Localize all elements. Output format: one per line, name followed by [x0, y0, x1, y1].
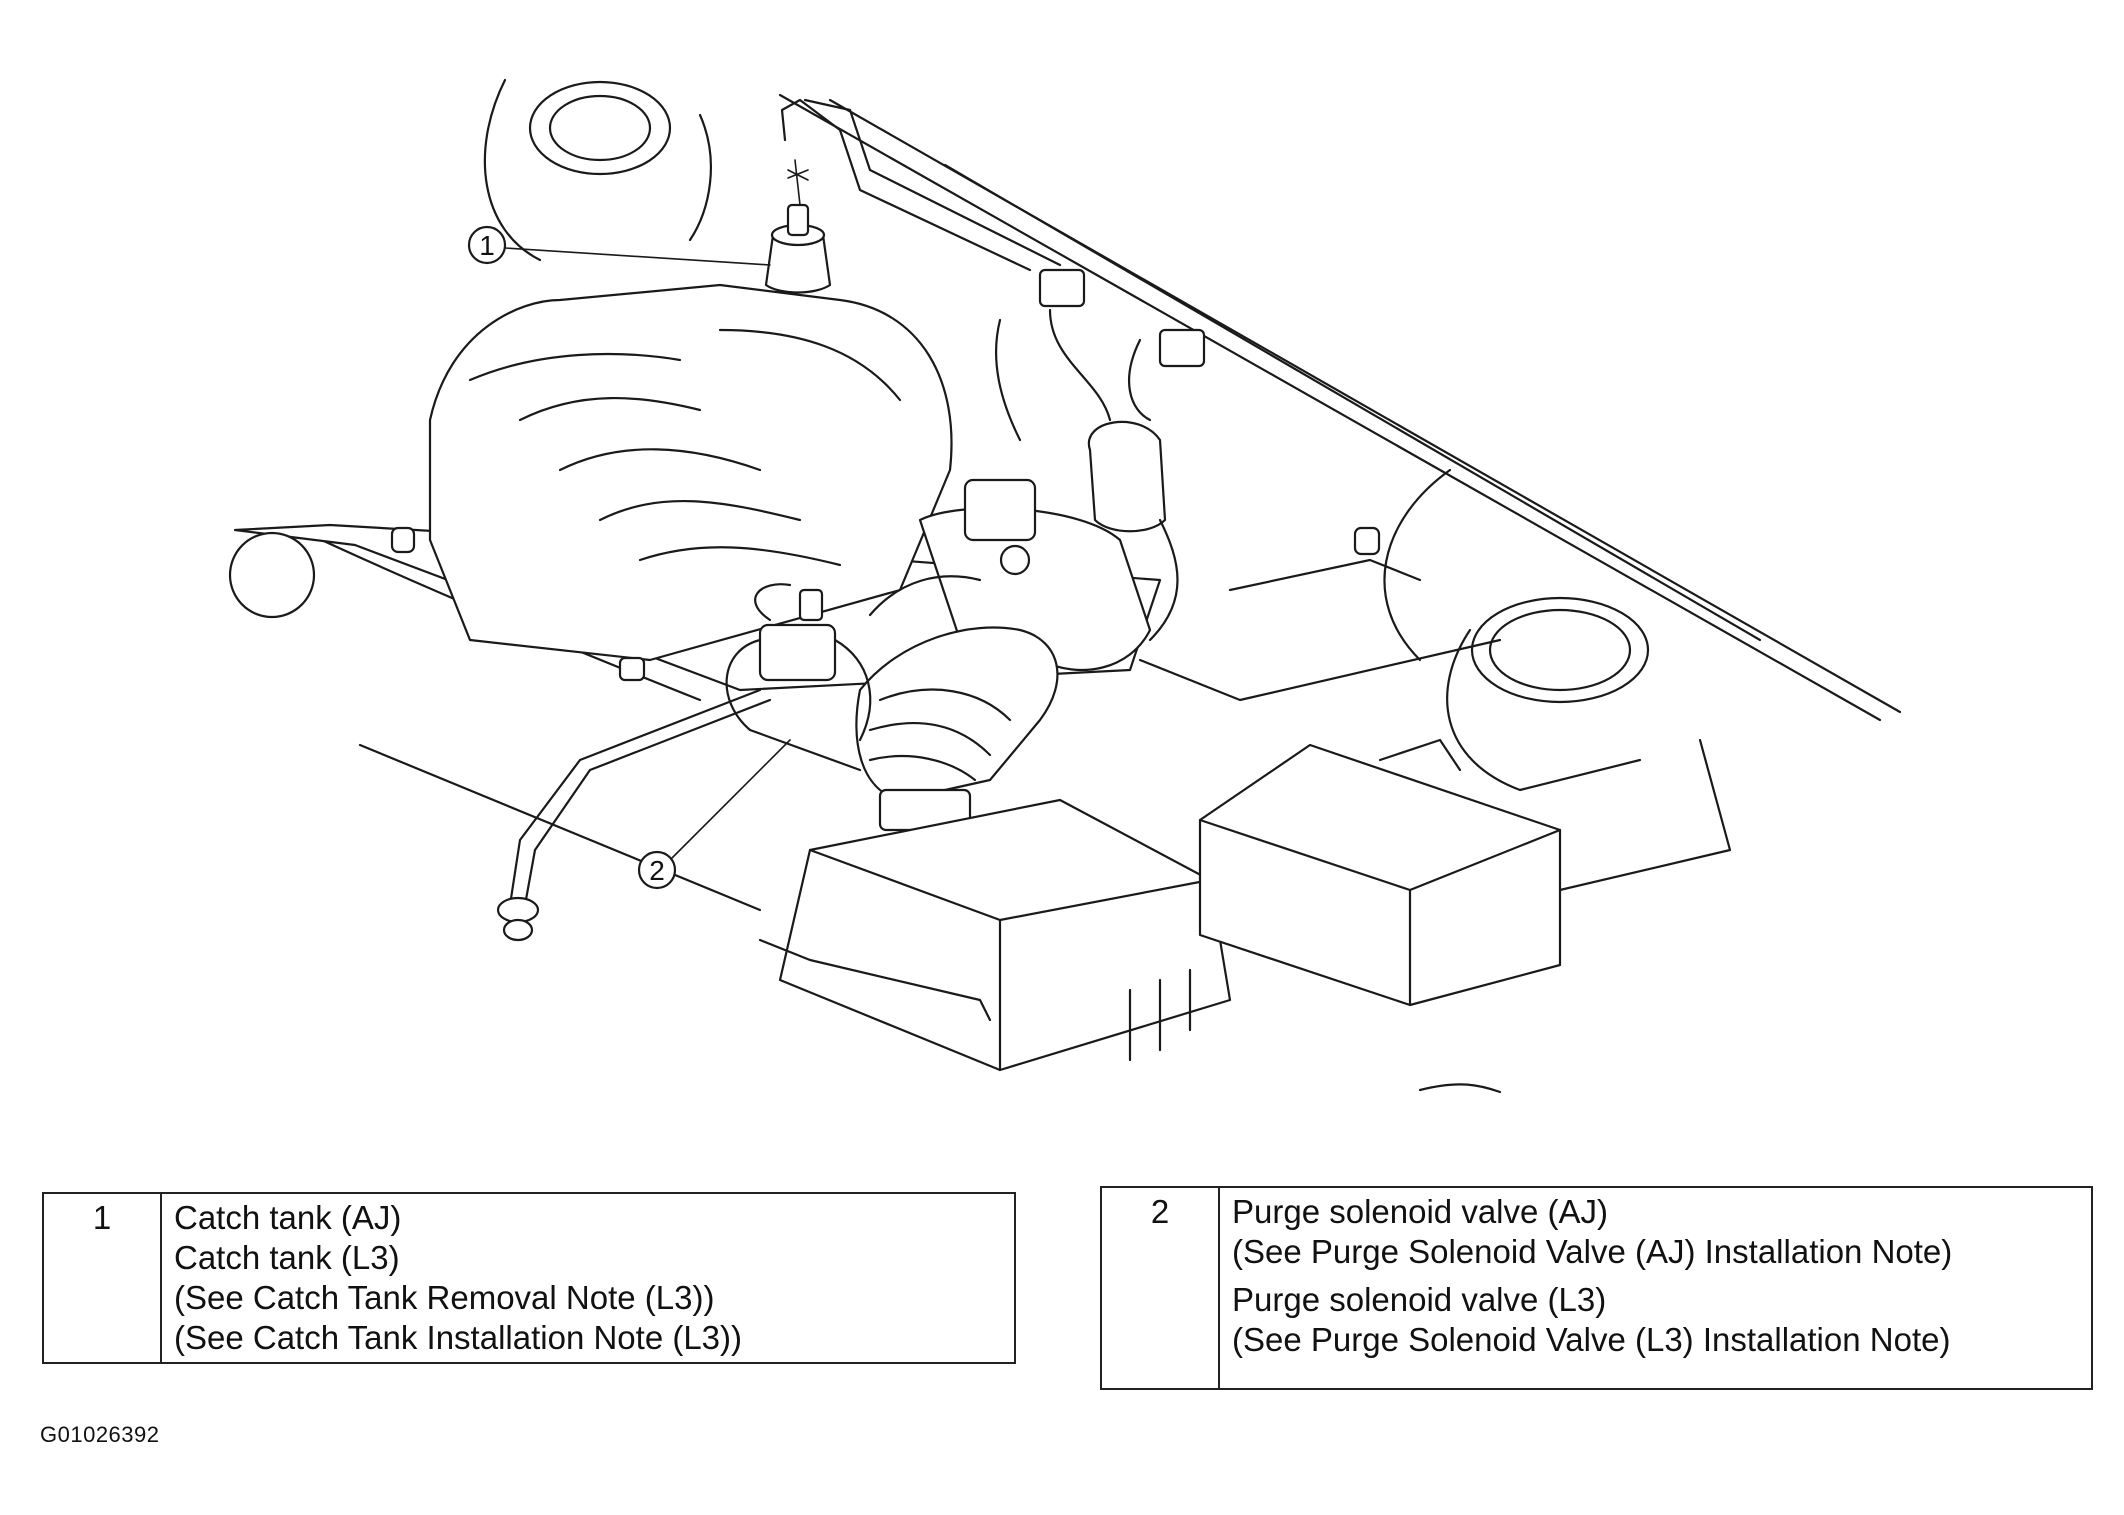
callout-2: 2 [639, 740, 790, 888]
legend-item-number: 1 [42, 1192, 162, 1364]
purge-solenoid-valve [727, 584, 871, 770]
legend-line: (See Catch Tank Removal Note (L3)) [174, 1279, 715, 1316]
legend-item-number: 2 [1100, 1186, 1220, 1390]
catch-tank [766, 160, 830, 293]
legend-item-description: Catch tank (AJ) Catch tank (L3) (See Cat… [160, 1192, 1016, 1364]
callout-1: 1 [469, 227, 770, 265]
legend-line: Catch tank (AJ) [174, 1199, 402, 1236]
fuel-line [498, 690, 770, 940]
legend-line: Catch tank (L3) [174, 1239, 400, 1276]
air-cleaner-box [760, 800, 1230, 1070]
battery [1200, 740, 1560, 1005]
legend-line: Purge solenoid valve (AJ) [1232, 1193, 1609, 1230]
legend-line: (See Catch Tank Installation Note (L3)) [174, 1319, 743, 1356]
catch-tank-hoses [782, 100, 1060, 270]
figure-code: G01026392 [40, 1422, 160, 1447]
strut-tower-left [485, 80, 711, 260]
fender-lines [780, 95, 1900, 720]
vacuum-valve-assembly [996, 270, 1204, 640]
engine-bay-illustration: 1 2 [0, 0, 2124, 1140]
legend-table-item-2: 2 Purge solenoid valve (AJ) (See Purge S… [1100, 1186, 2093, 1390]
callout-2-number: 2 [649, 855, 665, 886]
legend-line: (See Purge Solenoid Valve (L3) Installat… [1232, 1321, 1951, 1358]
legend-line: Purge solenoid valve (L3) [1232, 1281, 1607, 1318]
strut-tower-right [1447, 598, 1648, 790]
intake-manifold [430, 285, 952, 680]
callout-1-number: 1 [479, 230, 495, 261]
legend-item-description: Purge solenoid valve (AJ) (See Purge Sol… [1218, 1186, 2093, 1390]
legend-table-item-1: 1 Catch tank (AJ) Catch tank (L3) (See C… [42, 1192, 1016, 1364]
air-intake-hose [856, 628, 1057, 831]
legend-line: (See Purge Solenoid Valve (AJ) Installat… [1232, 1233, 1953, 1270]
